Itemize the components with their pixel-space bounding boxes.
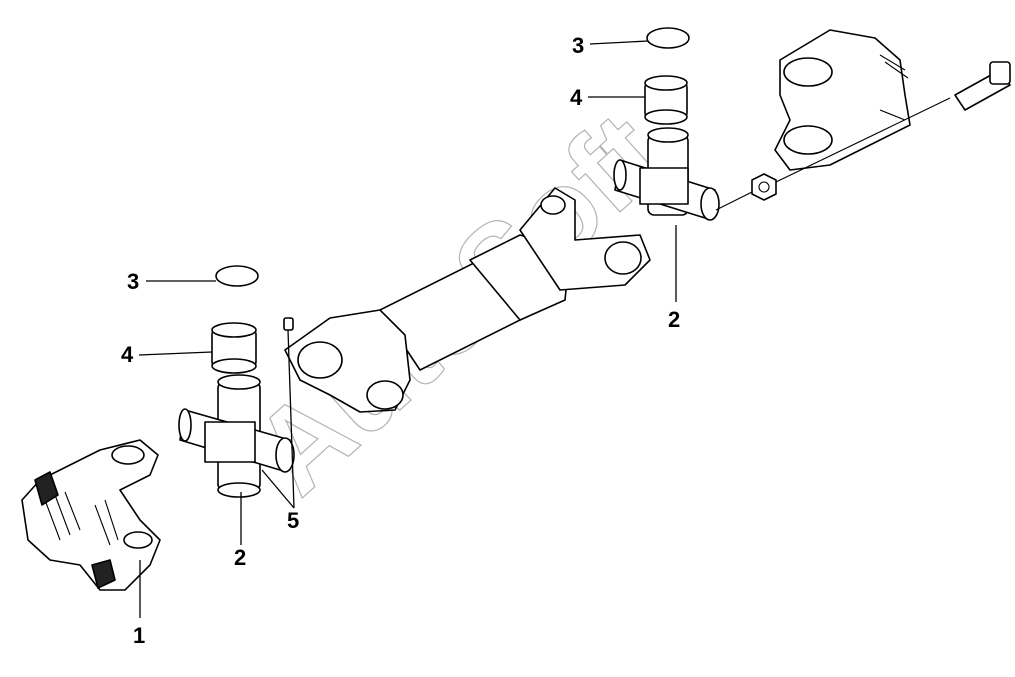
- callout-2b: 2: [668, 307, 680, 332]
- nut-part: [751, 173, 777, 201]
- callout-4b: 4: [570, 85, 583, 110]
- leader-3b: [589, 40, 649, 45]
- bolt-part: [954, 61, 1011, 111]
- callout-2a: 2: [234, 545, 246, 570]
- bearing-cup-right: [644, 75, 688, 125]
- snap-ring-right: [646, 27, 690, 49]
- callout-4a: 4: [121, 342, 134, 367]
- callout-3b: 3: [572, 33, 584, 58]
- universal-joint-cross-left: [178, 374, 295, 498]
- universal-joint-cross-right: [613, 127, 720, 221]
- snap-ring-left: [215, 265, 259, 287]
- end-yoke-part: [774, 29, 911, 171]
- leader-5: [261, 329, 295, 509]
- callout-5: 5: [287, 508, 299, 533]
- grease-fitting: [283, 317, 294, 331]
- callout-3a: 3: [127, 269, 139, 294]
- bearing-cup-left: [211, 322, 257, 374]
- propeller-shaft: [284, 187, 651, 413]
- flange-yoke-part: [21, 439, 161, 591]
- leader-4a: [138, 351, 213, 356]
- callout-1: 1: [133, 623, 145, 648]
